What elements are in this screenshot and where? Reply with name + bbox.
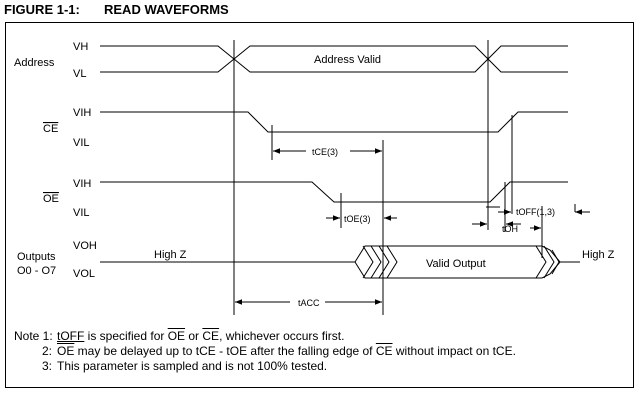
high-z-right-label: High Z (582, 249, 615, 261)
oe-high-level: VIH (73, 178, 91, 190)
address-high-level: VH (73, 41, 88, 53)
tacc-label: tACC (298, 298, 320, 308)
note-1-ce: CE (202, 329, 220, 343)
outputs-pins-label: O0 - O7 (17, 265, 56, 277)
outputs-high-level: VOH (73, 240, 97, 252)
note-2-number: 2: (41, 344, 52, 358)
note-1-text-c: , whichever occurs first. (219, 329, 345, 343)
ce-low-level: VIL (73, 137, 90, 149)
note-2-text-a: may be delayed up to tCE - tOE after the… (74, 344, 376, 358)
note-1-number: Note 1: (14, 329, 53, 343)
valid-output-label: Valid Output (426, 258, 486, 270)
high-z-left-label: High Z (154, 249, 187, 261)
note-3-text: This parameter is sampled and is not 100… (57, 359, 328, 373)
outputs-waveform (100, 245, 580, 279)
figure-frame (5, 22, 634, 388)
note-1-toff: tOFF (57, 329, 85, 343)
outputs-low-level: VOL (73, 268, 95, 280)
figure-name: READ WAVEFORMS (104, 2, 229, 17)
note-1: Note 1: tOFF is specified for OE or CE, w… (14, 329, 516, 344)
note-1-text-b: or (185, 329, 203, 343)
notes: Note 1:tOFF is specified for OE or CE, w… (14, 329, 516, 374)
reference-lines (233, 40, 543, 315)
outputs-signal-label: Outputs (17, 251, 56, 263)
tce-label: tCE(3) (312, 147, 338, 157)
note-2-oe: OE (57, 344, 75, 358)
figure-number: FIGURE 1-1: (4, 2, 80, 17)
address-valid-label: Address Valid (314, 54, 381, 66)
oe-waveform (100, 181, 568, 203)
note-3-number: 3: (41, 359, 52, 373)
address-low-level: VL (73, 68, 86, 80)
note-1-oe: OE (167, 329, 186, 343)
oe-signal-label: OE (43, 193, 59, 205)
toff-timing (498, 204, 590, 231)
note-2-text-b: without impact on tCE. (392, 344, 516, 358)
toe-label: tOE(3) (344, 214, 371, 224)
note-1-text-a: is specified for (84, 329, 168, 343)
ce-signal-label: CE (43, 123, 58, 135)
oe-low-level: VIL (73, 207, 90, 219)
note-2: 2: OE may be delayed up to tCE - tOE afte… (14, 344, 516, 359)
toff-label: tOFF(1,3) (516, 207, 555, 217)
address-signal-label: Address (14, 57, 55, 69)
note-2-ce: CE (375, 344, 393, 358)
toh-label: tOH (502, 224, 518, 234)
note-3: 3: This parameter is sampled and is not 1… (14, 359, 516, 374)
figure-title: FIGURE 1-1: READ WAVEFORMS (4, 2, 229, 17)
ce-high-level: VIH (73, 107, 91, 119)
address-waveform (100, 45, 568, 73)
ce-waveform (100, 111, 568, 133)
